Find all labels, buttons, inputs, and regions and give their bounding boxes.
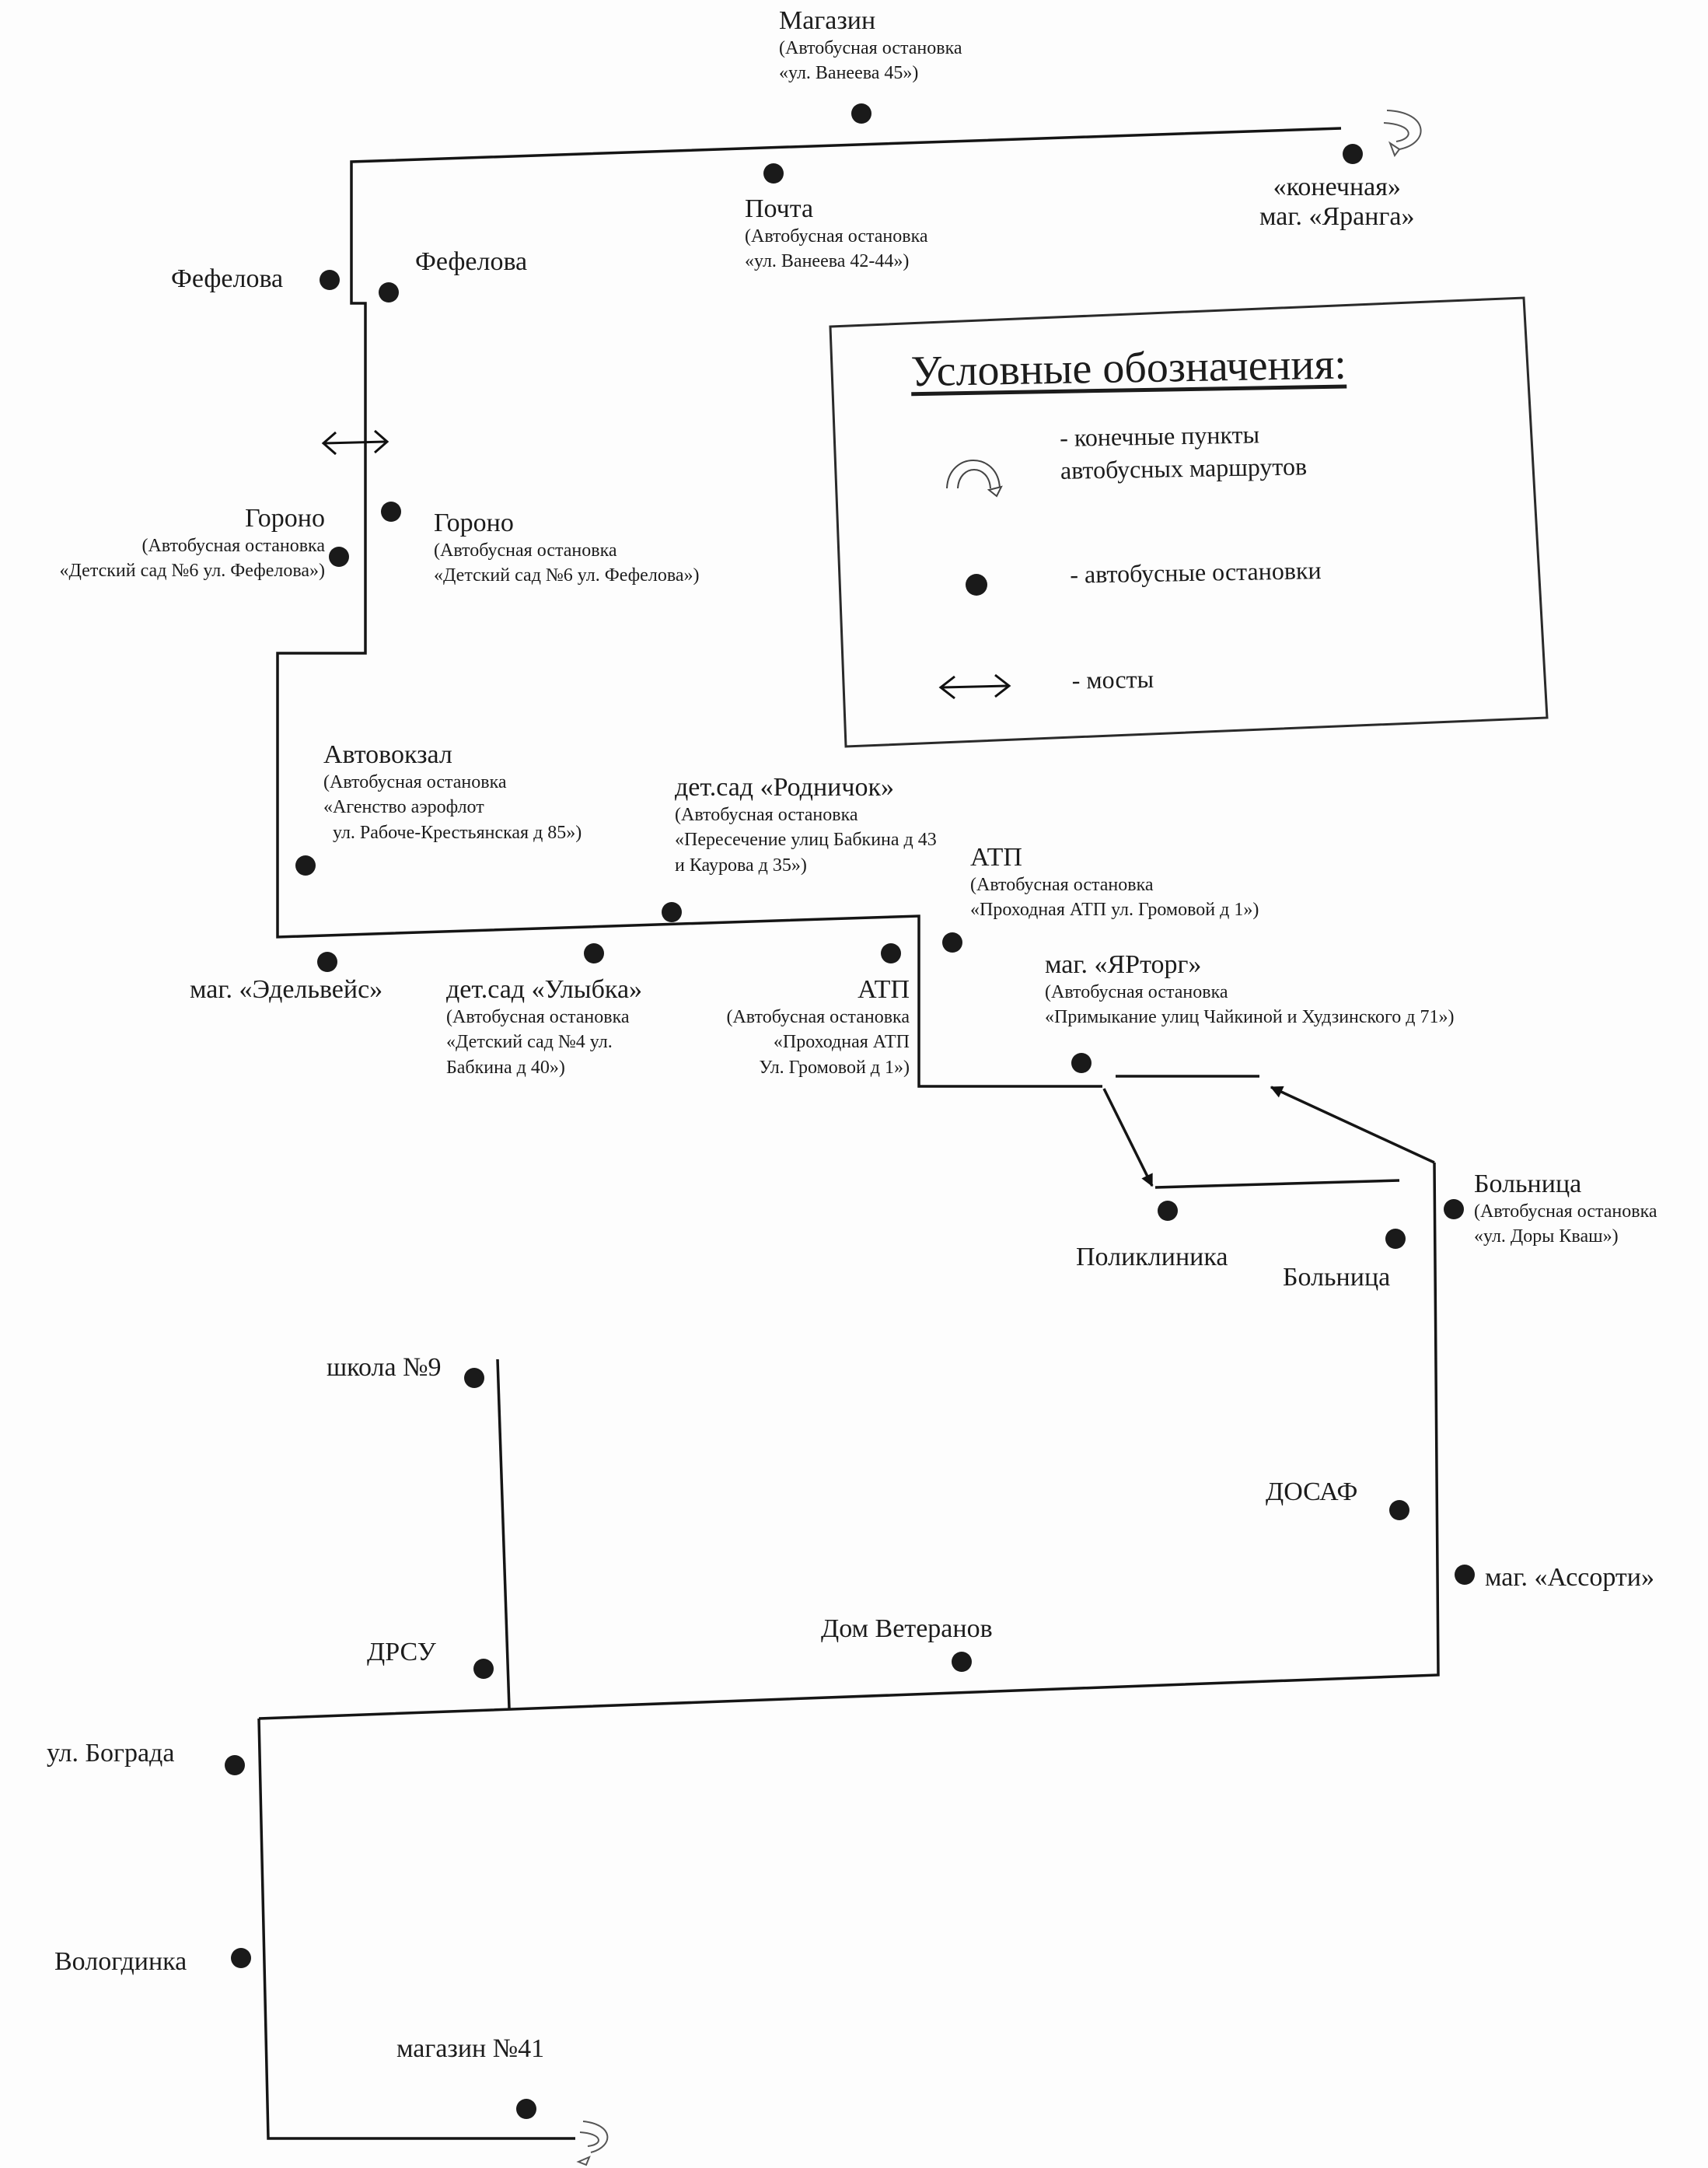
- label-rodnichok: дет.сад «Родничок» (Автобусная остановка…: [675, 773, 937, 876]
- stop-dot-fefelova-left[interactable]: [320, 270, 340, 290]
- bridge-icon: [321, 429, 389, 456]
- legend-terminal-label: - конечные пункты автобусных маршрутов: [1059, 420, 1308, 484]
- stop-dot-shkola9[interactable]: [464, 1368, 484, 1388]
- label-gorono-right: Гороно (Автобусная остановка «Детский са…: [434, 509, 700, 586]
- stop-dot-poliklinika[interactable]: [1158, 1201, 1178, 1221]
- stop-dot-dosaf[interactable]: [1389, 1500, 1409, 1520]
- route-line-shkola9-branch: [496, 1358, 511, 1709]
- label-konechnaya-yaranga: «конечная» маг. «Яранга»: [1259, 173, 1415, 232]
- route-line-poliklinika-street: [1154, 1179, 1400, 1189]
- label-ulybka: дет.сад «Улыбка» (Автобусная остановка «…: [446, 975, 643, 1078]
- stop-dot-avtovokzal[interactable]: [295, 855, 316, 876]
- label-bograda: ул. Бограда: [47, 1739, 175, 1768]
- legend: Условные обозначения: - конечные пункты …: [832, 283, 1554, 715]
- legend-terminal-icon: [946, 460, 1003, 498]
- legend-stop-label: - автобусные остановки: [1069, 556, 1322, 589]
- stop-dot-yartorg[interactable]: [1071, 1053, 1092, 1073]
- stop-dot-ulybka[interactable]: [584, 943, 604, 963]
- legend-stop-icon: [966, 574, 987, 596]
- label-fefelova-right: Фефелова: [415, 247, 528, 276]
- label-bolnica-left: Больница: [1283, 1263, 1391, 1292]
- legend-bridge-icon: [938, 673, 1011, 700]
- stop-dot-konechnaya[interactable]: [1343, 144, 1363, 164]
- terminal-bottom-icon: [576, 2121, 609, 2166]
- label-assorti: маг. «Ассорти»: [1485, 1563, 1654, 1592]
- label-pochta: Почта (Автобусная остановка «ул. Ванеева…: [745, 194, 928, 272]
- label-avtovokzal: Автовокзал (Автобусная остановка «Агенст…: [323, 740, 582, 843]
- route-line-south: [257, 1718, 575, 2140]
- stop-dot-rodnichok[interactable]: [662, 902, 682, 922]
- label-edelveis: маг. «Эдельвейс»: [190, 975, 383, 1004]
- legend-bridge-label: - мосты: [1071, 664, 1154, 694]
- stop-dot-bolnica-right[interactable]: [1444, 1199, 1464, 1219]
- route-line-to-poliklinika: [1102, 1088, 1154, 1187]
- label-vologdinka: Вологдинка: [54, 1947, 187, 1976]
- label-bolnica-right: Больница (Автобусная остановка «ул. Доры…: [1474, 1170, 1657, 1247]
- stop-dot-atp-right[interactable]: [942, 932, 962, 953]
- label-dom-veteranov: Дом Ветеранов: [821, 1614, 993, 1643]
- label-yartorg: маг. «ЯРторг» (Автобусная остановка «При…: [1045, 950, 1455, 1028]
- label-drsu: ДРСУ: [367, 1638, 436, 1666]
- stop-dot-edelveis[interactable]: [317, 952, 337, 972]
- route-line-from-bolnica: [1270, 1086, 1435, 1164]
- legend-title: Условные обозначения:: [910, 340, 1347, 397]
- route-line-east: [258, 1162, 1440, 1720]
- label-atp-right: АТП (Автобусная остановка «Проходная АТП…: [970, 843, 1259, 921]
- stop-dot-dom-veteranov[interactable]: [952, 1652, 972, 1672]
- label-fefelova-left: Фефелова: [171, 264, 284, 293]
- stop-dot-pochta[interactable]: [763, 163, 784, 184]
- stop-dot-assorti[interactable]: [1455, 1565, 1475, 1585]
- label-shkola9: школа №9: [327, 1353, 442, 1382]
- label-gorono-left: Гороно (Автобусная остановка «Детский са…: [59, 504, 325, 582]
- label-magazin41: магазин №41: [396, 2034, 545, 2063]
- stop-dot-atp-left[interactable]: [881, 943, 901, 963]
- stop-dot-gorono-left[interactable]: [329, 547, 349, 567]
- label-poliklinika: Поликлиника: [1076, 1243, 1228, 1271]
- stop-dot-drsu[interactable]: [473, 1659, 494, 1679]
- route-line-upper: [276, 127, 1342, 1088]
- label-atp-left: АТП (Автобусная остановка «Проходная АТП…: [726, 975, 910, 1078]
- stop-dot-magazin41[interactable]: [516, 2099, 536, 2119]
- legend-frame: [829, 296, 1549, 748]
- label-magazin: Магазин (Автобусная остановка «ул. Ванее…: [779, 6, 962, 84]
- stop-dot-gorono-right[interactable]: [381, 502, 401, 522]
- stop-dot-fefelova-right[interactable]: [379, 282, 399, 302]
- stop-dot-vologdinka[interactable]: [231, 1948, 251, 1968]
- stop-dot-magazin[interactable]: [851, 103, 871, 124]
- terminal-top-icon: [1383, 110, 1422, 158]
- label-dosaf: ДОСАФ: [1266, 1477, 1358, 1506]
- stop-dot-bolnica-left[interactable]: [1385, 1229, 1406, 1249]
- stop-dot-bograda[interactable]: [225, 1755, 245, 1775]
